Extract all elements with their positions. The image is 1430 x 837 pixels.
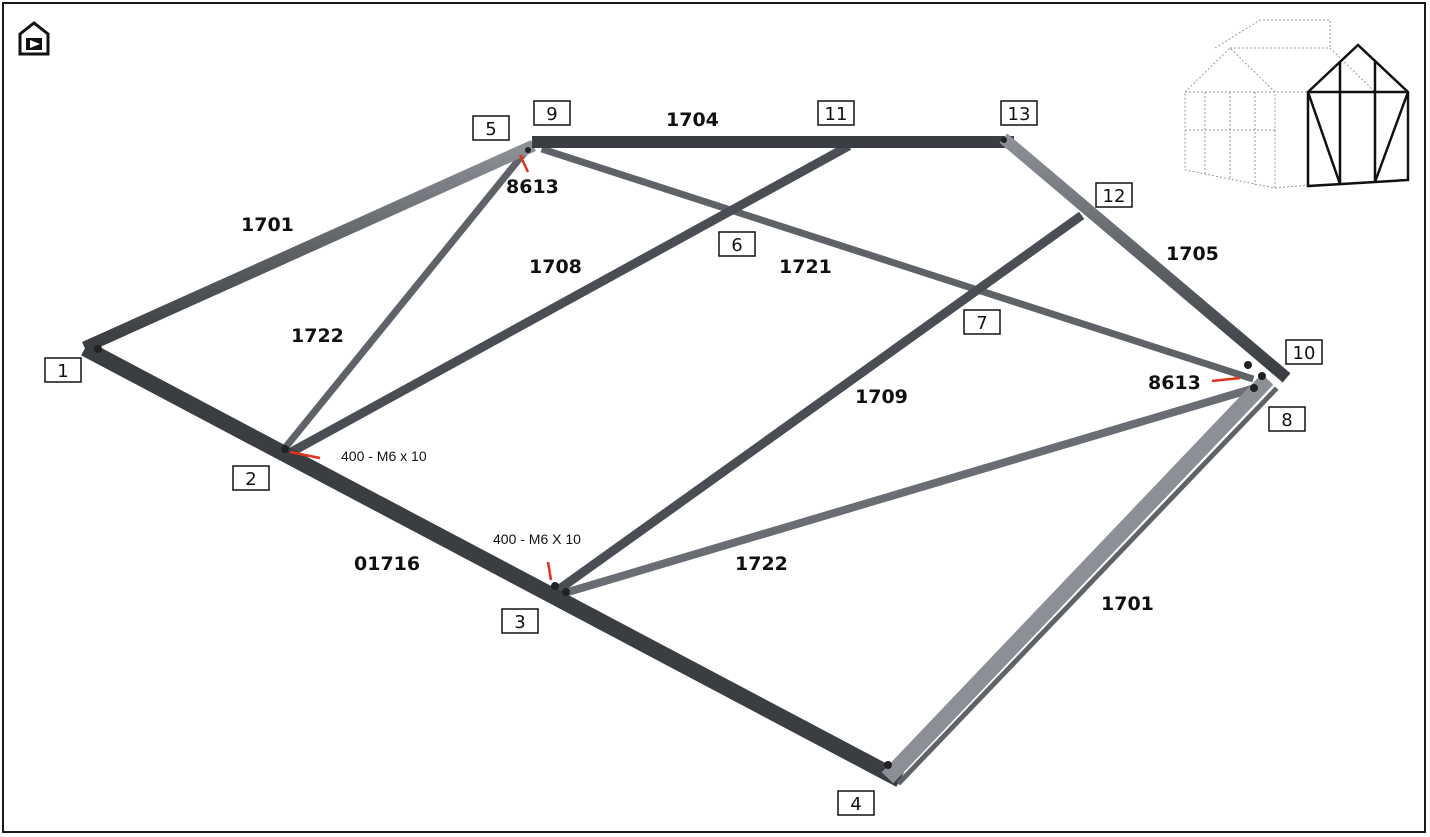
part-1701-left: 1701 xyxy=(241,214,294,236)
beam-1701-left xyxy=(82,140,536,353)
part-labels: 1701 1704 8613 1708 1721 1705 1722 8613 … xyxy=(241,109,1219,615)
beam-1705 xyxy=(999,133,1291,383)
svg-text:6: 6 xyxy=(731,235,742,256)
frame-beams xyxy=(81,133,1291,787)
step-7: 7 xyxy=(963,309,1001,335)
beam-1708 xyxy=(288,141,852,457)
svg-text:10: 10 xyxy=(1293,343,1316,364)
beam-01716 xyxy=(81,341,904,787)
part-1704: 1704 xyxy=(666,109,719,131)
step-1: 1 xyxy=(44,357,82,383)
svg-text:11: 11 xyxy=(825,104,848,125)
step-4: 4 xyxy=(837,790,875,816)
beam-1709 xyxy=(551,211,1085,597)
step-11: 11 xyxy=(817,100,855,126)
step-10: 10 xyxy=(1285,339,1323,365)
part-1705: 1705 xyxy=(1166,243,1219,265)
greenhouse-logo-icon xyxy=(18,21,50,56)
part-1722-lower: 1722 xyxy=(735,553,788,575)
callout-lines xyxy=(289,154,1241,581)
bolt-note-2: 400 - M6 x 10 xyxy=(341,448,427,464)
step-9: 9 xyxy=(533,100,571,126)
part-1709: 1709 xyxy=(855,386,908,408)
svg-text:4: 4 xyxy=(850,794,861,815)
svg-text:5: 5 xyxy=(485,119,496,140)
step-8: 8 xyxy=(1268,406,1306,432)
svg-text:9: 9 xyxy=(546,104,557,125)
step-2: 2 xyxy=(232,465,270,491)
bolt-notes: 400 - M6 x 10 400 - M6 X 10 xyxy=(341,448,581,547)
svg-text:8: 8 xyxy=(1281,410,1292,431)
bolt-markers xyxy=(94,137,1266,769)
svg-text:1: 1 xyxy=(57,361,68,382)
beam-1721 xyxy=(540,145,1255,383)
step-3: 3 xyxy=(501,608,539,634)
svg-text:12: 12 xyxy=(1103,186,1126,207)
bolt-note-3: 400 - M6 X 10 xyxy=(493,531,581,547)
beam-1722-lower xyxy=(563,383,1260,597)
step-5: 5 xyxy=(472,115,510,141)
part-01716: 01716 xyxy=(354,553,420,575)
part-1708: 1708 xyxy=(529,256,582,278)
step-labels: 1 2 3 4 5 6 7 8 9 10 11 12 13 xyxy=(44,100,1323,816)
part-1701-right: 1701 xyxy=(1101,593,1154,615)
svg-text:2: 2 xyxy=(245,469,256,490)
svg-text:3: 3 xyxy=(514,612,525,633)
step-6: 6 xyxy=(718,231,756,257)
part-1722-upper: 1722 xyxy=(291,325,344,347)
greenhouse-thumbnail xyxy=(1184,19,1410,189)
part-1721: 1721 xyxy=(779,256,832,278)
beam-1701-right xyxy=(881,373,1274,784)
svg-text:13: 13 xyxy=(1008,104,1031,125)
step-12: 12 xyxy=(1095,182,1133,208)
part-8613-top: 8613 xyxy=(506,176,559,198)
svg-text:7: 7 xyxy=(976,313,987,334)
part-8613-right: 8613 xyxy=(1148,372,1201,394)
step-13: 13 xyxy=(1000,100,1038,126)
beam-1722-upper xyxy=(280,147,530,453)
